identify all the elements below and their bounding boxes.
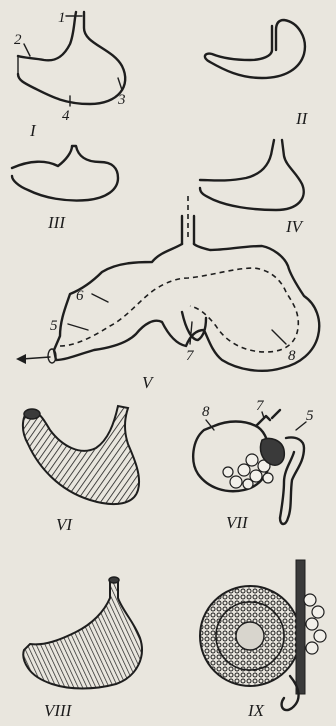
arrow-left-icon <box>16 354 26 364</box>
panel-VI-esophageal-opening <box>24 409 40 419</box>
panel-VI-label: VI <box>56 515 73 534</box>
panel-V-fold <box>182 312 206 340</box>
panel-I: 1 2 3 4 I <box>14 10 126 140</box>
panel-IX-label: IX <box>247 701 265 720</box>
leader-line-8 <box>272 330 286 344</box>
callout-3: 3 <box>117 92 126 108</box>
panel-IX-center <box>236 622 264 650</box>
leader-line-6 <box>92 294 108 302</box>
panel-VIII-label: VIII <box>44 701 73 720</box>
panel-IV: IV <box>200 140 305 236</box>
panel-V-label: V <box>142 373 155 392</box>
panel-III: III <box>12 146 118 232</box>
callout-7-8: 8 <box>202 404 210 420</box>
leader-line-7-5 <box>296 422 306 430</box>
panel-V-esophagus <box>182 216 194 244</box>
panel-VIII-stomach-muscle <box>23 580 142 689</box>
panel-IX-lobules <box>304 594 326 654</box>
panel-III-stomach-outline <box>12 146 118 201</box>
panel-IV-label: IV <box>285 217 305 236</box>
callout-4: 4 <box>62 108 70 124</box>
panel-VIII-esophageal-opening <box>109 577 119 583</box>
callout-5: 5 <box>50 318 58 334</box>
panel-II-label: II <box>295 109 309 128</box>
panel-IX-esophagus <box>296 560 305 694</box>
panel-I-label: I <box>29 121 37 140</box>
callout-7: 7 <box>186 348 195 364</box>
panel-VIII: VIII <box>23 577 142 720</box>
callout-7-7: 7 <box>256 398 265 414</box>
callout-1: 1 <box>58 10 66 26</box>
callout-2: 2 <box>14 32 22 48</box>
panel-II-stomach-outline <box>205 20 305 78</box>
leader-line-5 <box>68 324 88 330</box>
panel-VII: 8 7 5 VII <box>193 398 314 532</box>
panel-VI-stomach-muscle <box>23 406 139 504</box>
panel-IV-stomach-outline <box>200 140 304 210</box>
leader-line-3 <box>118 78 122 90</box>
callout-8: 8 <box>288 348 296 364</box>
panel-VI: VI <box>23 406 139 534</box>
panel-I-stomach-outline <box>18 12 125 104</box>
callout-6: 6 <box>76 288 84 304</box>
callout-7-5: 5 <box>306 408 314 424</box>
panel-III-label: III <box>47 213 66 232</box>
panel-II: II <box>205 20 309 128</box>
panel-V-arrow-line <box>22 357 50 359</box>
leader-line-2 <box>24 44 30 56</box>
panel-VII-label: VII <box>226 513 249 532</box>
panel-IX: IX <box>200 560 326 720</box>
panel-V-inner-contour <box>60 268 298 352</box>
leader-line-7 <box>190 322 192 344</box>
